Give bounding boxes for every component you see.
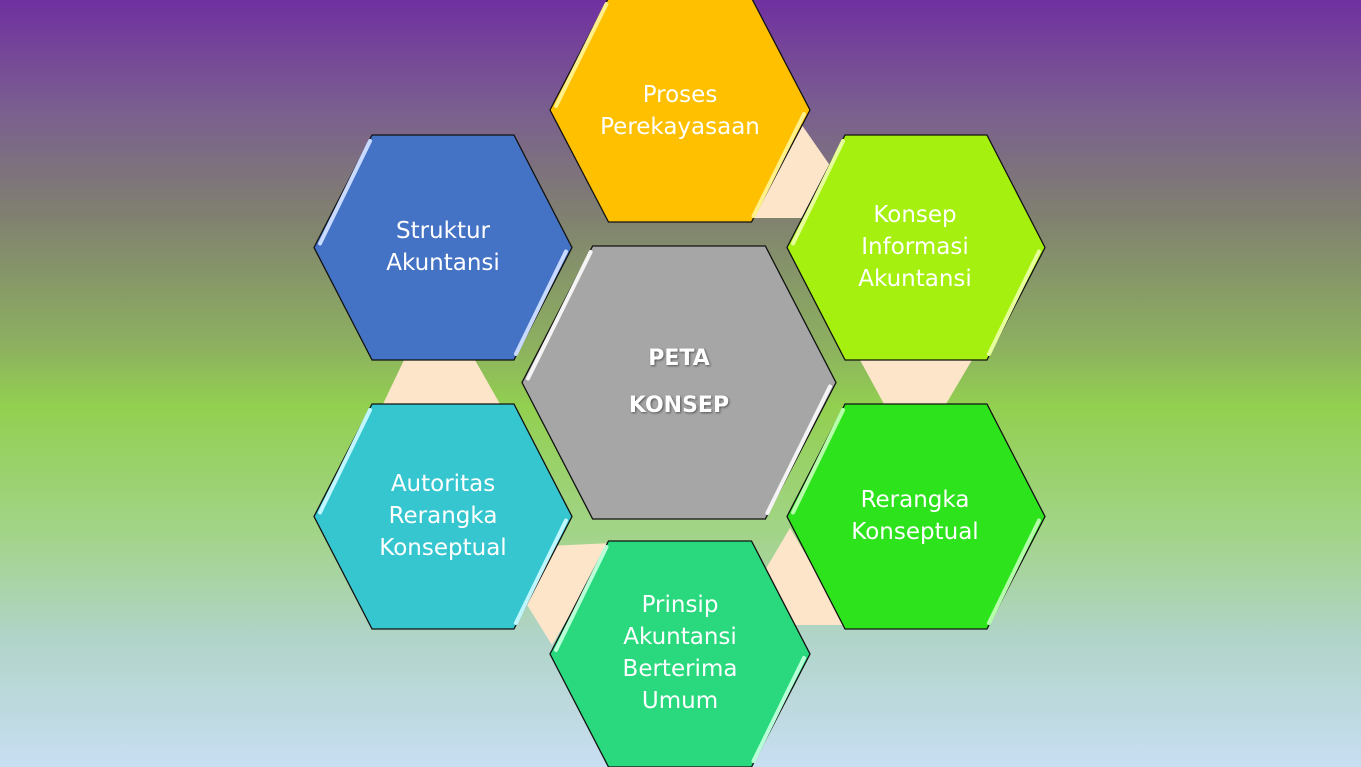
hexagon-2-highlight-right <box>986 518 1041 625</box>
hexagon-3-highlight-right <box>751 656 806 763</box>
hexagon-2 <box>786 403 1046 630</box>
center-label: PETA KONSEP <box>629 335 729 429</box>
center-hexagon-highlight-right <box>765 384 832 515</box>
hexagon-4-highlight-left <box>318 408 373 515</box>
center-hexagon-highlight-left <box>526 250 593 381</box>
hexagon-5-highlight-right <box>513 249 568 356</box>
connector-4 <box>383 360 500 404</box>
hexagon-4-highlight-right <box>513 518 568 625</box>
hexagon-5 <box>313 134 573 361</box>
center-hexagon <box>521 245 837 520</box>
hexagon-1-highlight-left <box>791 139 846 246</box>
connector-1 <box>860 360 972 404</box>
hexagon-1 <box>786 134 1046 361</box>
hexagon-1-highlight-right <box>986 249 1041 356</box>
hexagon-4 <box>313 403 573 630</box>
center-label-line2: KONSEP <box>628 393 730 418</box>
connector-3 <box>524 543 612 645</box>
hexagon-0-highlight-right <box>751 112 806 218</box>
hexagon-0-highlight-left <box>554 2 609 108</box>
hexagon-3-highlight-left <box>554 545 609 652</box>
center-label-line1: PETA <box>648 346 710 371</box>
hexagon-0 <box>549 0 811 223</box>
hexagon-3 <box>549 540 811 767</box>
connector-2 <box>764 528 847 625</box>
hexagon-5-highlight-left <box>318 139 373 246</box>
hexagon-2-highlight-left <box>791 408 846 515</box>
